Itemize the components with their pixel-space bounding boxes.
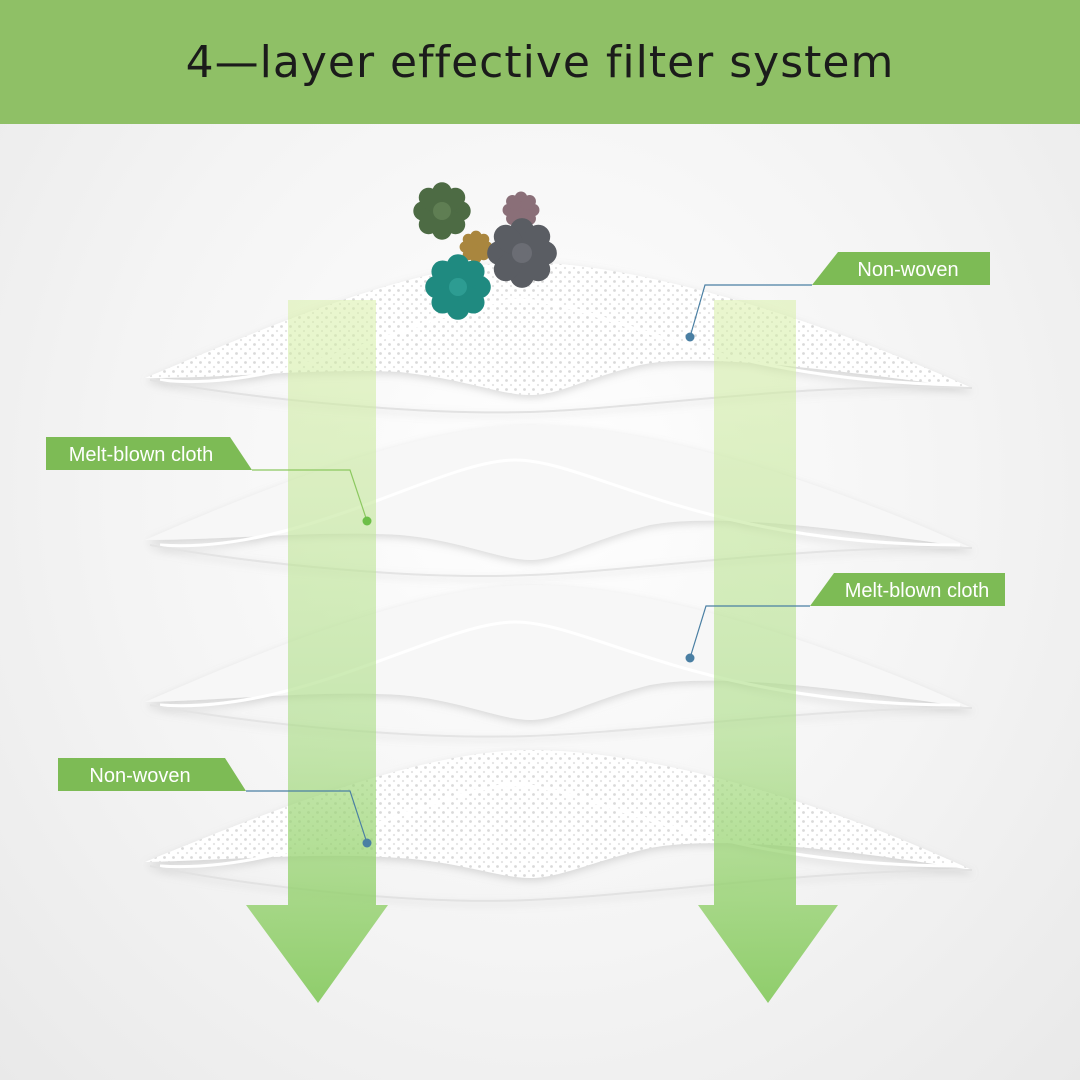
layer-label-1: Non-woven	[685, 252, 990, 342]
layer-label-text: Non-woven	[89, 765, 190, 787]
layer-3-meltblown	[145, 585, 973, 738]
page-title: 4—layer effective filter system	[185, 36, 895, 88]
particle-cluster	[423, 192, 545, 309]
pointer-dot	[685, 332, 695, 342]
pointer-dot	[362, 516, 372, 526]
layer-label-text: Melt-blown cloth	[845, 580, 990, 602]
virus-icon	[499, 230, 545, 276]
virus-icon	[509, 198, 533, 222]
layer-label-text: Melt-blown cloth	[69, 444, 214, 466]
layer-label-4: Non-woven	[58, 758, 372, 848]
layer-label-3: Melt-blown cloth	[685, 573, 1005, 663]
layer-label-text: Non-woven	[857, 259, 958, 281]
title-banner: 4—layer effective filter system	[0, 0, 1080, 124]
layer-2-meltblown	[145, 425, 973, 577]
virus-icon	[465, 236, 487, 258]
pointer-dot	[362, 838, 372, 848]
virus-icon	[423, 192, 461, 230]
airflow-arrow-right	[698, 300, 838, 1003]
virus-icon	[436, 265, 479, 308]
layer-label-2: Melt-blown cloth	[46, 437, 372, 526]
layer-4-nonwoven	[145, 750, 973, 902]
pointer-dot	[685, 653, 695, 663]
